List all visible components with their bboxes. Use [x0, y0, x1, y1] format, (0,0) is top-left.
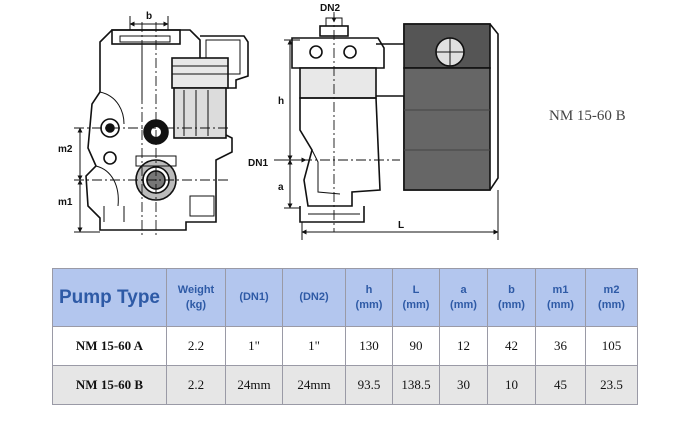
- cell-h: 130: [345, 326, 393, 366]
- cell-m2: 23.5: [585, 365, 638, 405]
- table-row: NM 15-60 B 2.2 24mm 24mm 93.5 138.5 30 1…: [52, 365, 638, 405]
- table-row: NM 15-60 A 2.2 1" 1" 130 90 12 42 36 105: [52, 326, 638, 366]
- dim-dn1-label: DN1: [248, 158, 268, 169]
- dim-a-label: a: [278, 182, 284, 193]
- cell-l: 90: [392, 326, 440, 366]
- cell-dn2: 1": [282, 326, 346, 366]
- dim-m1-label: m1: [58, 197, 73, 208]
- header-h: h(mm): [345, 268, 393, 327]
- cell-dn1: 1": [225, 326, 283, 366]
- cell-pump-type: NM 15-60 A: [52, 326, 167, 366]
- pump-dimension-drawing: b m2 m1: [58, 3, 499, 240]
- cell-b: 10: [487, 365, 536, 405]
- header-b: b(mm): [487, 268, 536, 327]
- header-m2: m2(mm): [585, 268, 638, 327]
- dim-b-label: b: [146, 11, 152, 22]
- cell-dn1: 24mm: [225, 365, 283, 405]
- header-dn2: (DN2): [282, 268, 346, 327]
- cell-l: 138.5: [392, 365, 440, 405]
- dim-h-label: h: [278, 96, 284, 107]
- cell-b: 42: [487, 326, 536, 366]
- cell-a: 30: [439, 365, 488, 405]
- front-view: [85, 29, 249, 231]
- side-dimension-lines: [274, 14, 499, 240]
- cell-weight: 2.2: [166, 365, 226, 405]
- cell-m2: 105: [585, 326, 638, 366]
- header-pump-type: Pump Type: [52, 268, 167, 327]
- cell-a: 12: [439, 326, 488, 366]
- front-centre-lines: [74, 22, 230, 236]
- side-view: [291, 17, 499, 223]
- header-a: a(mm): [439, 268, 488, 327]
- cell-m1: 45: [535, 365, 586, 405]
- cell-dn2: 24mm: [282, 365, 346, 405]
- specification-table: Pump Type Weight(kg) (DN1) (DN2) h(mm) L…: [52, 268, 638, 405]
- header-dn1: (DN1): [225, 268, 283, 327]
- model-label: NM 15-60 B: [549, 108, 626, 124]
- cell-pump-type: NM 15-60 B: [52, 365, 167, 405]
- dim-m2-label: m2: [58, 144, 73, 155]
- cell-m1: 36: [535, 326, 586, 366]
- table-header-row: Pump Type Weight(kg) (DN1) (DN2) h(mm) L…: [52, 268, 638, 327]
- dim-l-label: L: [398, 220, 404, 231]
- header-m1: m1(mm): [535, 268, 586, 327]
- cell-weight: 2.2: [166, 326, 226, 366]
- header-weight: Weight(kg): [166, 268, 226, 327]
- header-l: L(mm): [392, 268, 440, 327]
- dim-dn2-label: DN2: [320, 3, 340, 14]
- front-dimension-lines: [74, 16, 169, 233]
- cell-h: 93.5: [345, 365, 393, 405]
